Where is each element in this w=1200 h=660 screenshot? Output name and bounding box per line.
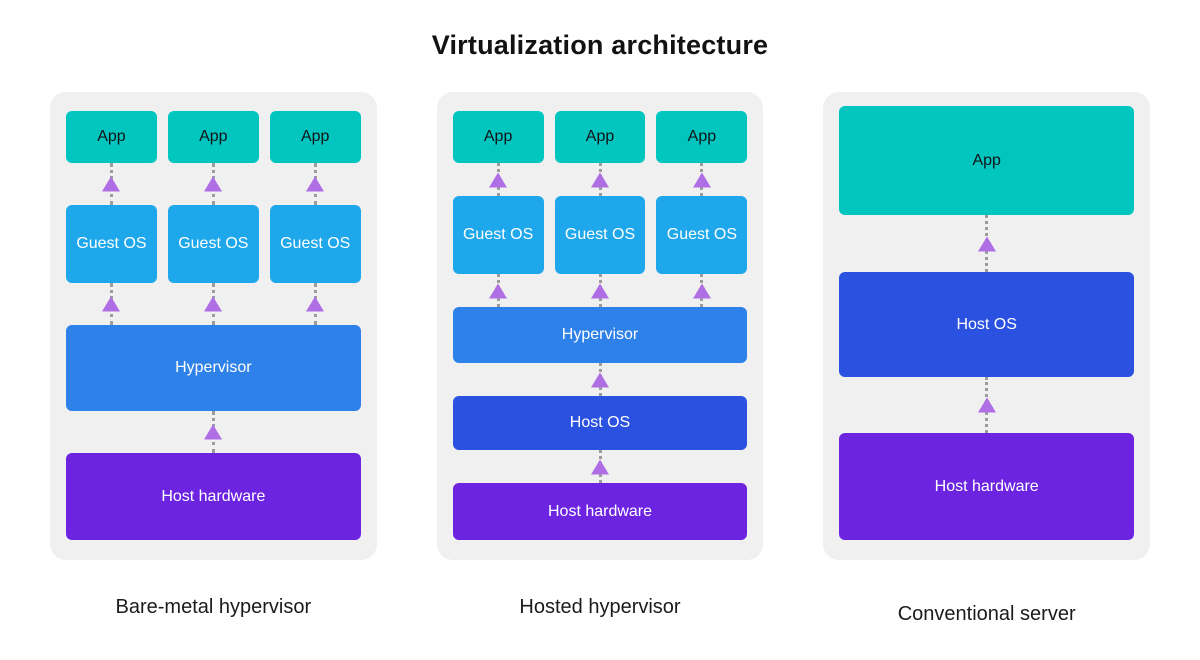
arrow-head-icon <box>102 176 121 192</box>
up-arrow-icon <box>656 274 747 307</box>
up-arrow-icon <box>555 163 646 196</box>
arrow-head-icon <box>591 372 609 387</box>
up-arrow-icon <box>656 163 747 196</box>
arrow-row <box>453 274 748 307</box>
host-hardware-row: Host hardware <box>839 433 1135 540</box>
host-hardware-box: Host hardware <box>452 483 748 540</box>
panel-conventional-server: App Host OS Host hardware <box>823 92 1151 560</box>
app-box: App <box>656 111 748 163</box>
up-arrow-icon <box>453 274 544 307</box>
guest-os-row: Guest OS Guest OS Guest OS <box>452 196 748 274</box>
arrow-head-icon <box>489 283 508 298</box>
guest-os-box: Guest OS <box>452 196 544 274</box>
up-arrow-icon <box>66 162 157 205</box>
arrow-row <box>453 450 748 483</box>
up-arrow-icon <box>270 162 361 205</box>
host-hardware-row: Host hardware <box>452 483 748 540</box>
up-arrow-icon <box>839 377 1134 434</box>
arrow-row <box>453 163 748 196</box>
arrow-head-icon <box>591 283 609 298</box>
host-os-row: Host OS <box>839 271 1135 378</box>
panel-bare-metal-hypervisor: App App App Guest OS Guest OS Guest OS H… <box>50 92 377 560</box>
arrow-head-icon <box>591 172 609 187</box>
up-arrow-icon <box>453 363 748 396</box>
guest-os-box: Guest OS <box>656 196 748 274</box>
app-box: App <box>839 106 1135 216</box>
up-arrow-icon <box>168 282 259 325</box>
host-hardware-box: Host hardware <box>839 433 1135 540</box>
arrow-head-icon <box>591 459 609 474</box>
app-box: App <box>167 111 259 163</box>
arrow-head-icon <box>204 176 223 192</box>
up-arrow-icon <box>66 282 157 325</box>
app-row: App <box>839 106 1135 216</box>
app-row: App App App <box>66 111 361 163</box>
arrow-row <box>453 363 748 396</box>
panel-group-conventional: App Host OS Host hardware Conventional s… <box>823 92 1151 626</box>
app-box: App <box>554 111 646 163</box>
panels-row: App App App Guest OS Guest OS Guest OS H… <box>0 92 1200 626</box>
arrow-head-icon <box>204 424 223 440</box>
arrow-row <box>66 162 361 205</box>
panel-group-hosted: App App App Guest OS Guest OS Guest OS H… <box>436 92 764 619</box>
arrow-row <box>66 282 361 325</box>
page-title: Virtualization architecture <box>431 30 769 60</box>
arrow-row <box>839 377 1134 434</box>
arrow-head-icon <box>204 296 223 312</box>
guest-os-box: Guest OS <box>167 204 259 283</box>
arrow-head-icon <box>977 236 996 252</box>
arrow-head-icon <box>306 176 325 192</box>
up-arrow-icon <box>168 162 259 205</box>
panel-hosted-hypervisor: App App App Guest OS Guest OS Guest OS H… <box>436 92 764 560</box>
hypervisor-box: Hypervisor <box>66 324 361 412</box>
arrow-head-icon <box>977 397 996 413</box>
panel-caption: Hosted hypervisor <box>519 596 681 618</box>
host-hardware-row: Host hardware <box>66 453 361 540</box>
arrow-head-icon <box>102 296 121 312</box>
host-os-box: Host OS <box>452 396 748 450</box>
guest-os-box: Guest OS <box>554 196 646 274</box>
host-hardware-box: Host hardware <box>66 453 361 540</box>
up-arrow-icon <box>66 411 361 454</box>
hypervisor-row: Hypervisor <box>452 307 748 363</box>
app-row: App App App <box>452 111 748 163</box>
up-arrow-icon <box>270 282 361 325</box>
guest-os-row: Guest OS Guest OS Guest OS <box>66 204 361 283</box>
arrow-head-icon <box>692 283 711 298</box>
up-arrow-icon <box>555 274 646 307</box>
app-box: App <box>452 111 544 163</box>
host-os-box: Host OS <box>839 271 1135 378</box>
panel-caption: Bare-metal hypervisor <box>115 596 312 618</box>
panel-group-bare-metal: App App App Guest OS Guest OS Guest OS H… <box>50 92 377 619</box>
host-os-row: Host OS <box>452 396 748 450</box>
hypervisor-row: Hypervisor <box>66 324 361 412</box>
app-box: App <box>66 111 157 163</box>
arrow-head-icon <box>489 172 508 187</box>
guest-os-box: Guest OS <box>269 204 361 283</box>
arrow-head-icon <box>692 172 711 187</box>
app-box: App <box>269 111 361 163</box>
panel-caption: Conventional server <box>897 603 1076 625</box>
arrow-row <box>839 215 1134 272</box>
hypervisor-box: Hypervisor <box>452 307 748 363</box>
guest-os-box: Guest OS <box>66 204 157 283</box>
up-arrow-icon <box>839 215 1134 272</box>
arrow-row <box>66 411 361 454</box>
up-arrow-icon <box>453 163 544 196</box>
arrow-head-icon <box>306 296 325 312</box>
up-arrow-icon <box>453 450 748 483</box>
